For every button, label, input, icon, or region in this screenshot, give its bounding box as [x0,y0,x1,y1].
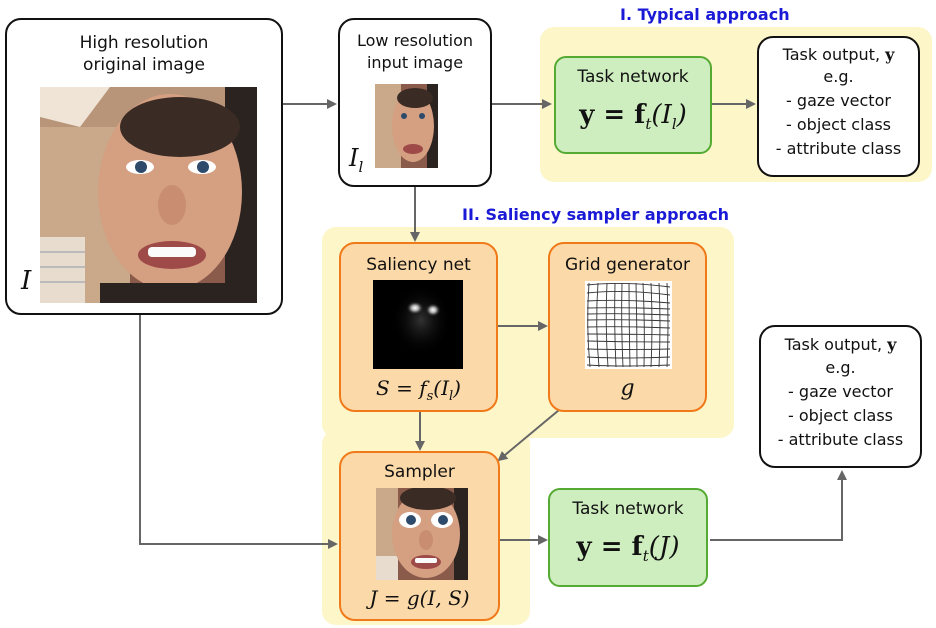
saliency-net-box: Saliency net S = fs(Il) [339,242,498,412]
sampler-formula: J = g(I, S) [369,586,470,610]
saliency-map-image [373,280,463,369]
saliency-net-title: Saliency net [366,255,471,275]
grid-generator-title: Grid generator [564,255,691,275]
face-photo-lowres [375,84,438,168]
lowres-symbol: Il [349,144,364,176]
task-output-bottom-line4: - attribute class [777,430,904,449]
task-output-bottom-line3: - object class [788,406,893,425]
sampler-title: Sampler [384,462,455,482]
arrow-grid-to-sampler [497,404,566,462]
lowres-image-box: Low resolution input image Il [338,18,492,187]
grid-generator-symbol: g [620,376,635,401]
original-symbol: I [21,266,32,296]
task-output-top-line2: - gaze vector [786,91,891,110]
task-output-top: Task output, y e.g. - gaze vector - obje… [757,36,920,177]
task-network-top: Task network y = ft(Il) [554,56,712,154]
task-output-top-title: Task output, y [782,45,895,64]
face-photo-highres [40,87,257,303]
original-title-line1: High resolution [79,33,209,53]
task-network-top-title: Task network [577,67,689,87]
face-photo-sampled [376,488,468,580]
lowres-title-line2: input image [366,53,464,72]
lowres-title-line1: Low resolution [356,31,474,50]
task-network-bottom: Task network y = ft(J) [548,488,708,587]
original-image-box: High resolution original image I [5,18,283,315]
task-output-top-line4: - attribute class [775,139,902,158]
saliency-net-formula: S = fs(Il) [376,376,461,404]
section-title-typical: I. Typical approach [620,5,790,24]
task-output-top-line3: - object class [786,115,891,134]
arrow-original-to-sampler [139,313,338,549]
original-title-line2: original image [83,55,205,75]
section-title-saliency: II. Saliency sampler approach [462,205,730,224]
task-output-bottom: Task output, y e.g. - gaze vector - obje… [759,325,922,468]
task-output-bottom-line1: e.g. [825,358,856,377]
sampler-box: Sampler J = g(I, S) [339,451,500,621]
deformed-grid-image [585,281,672,369]
task-network-bottom-title: Task network [572,499,684,519]
task-network-top-formula: y = ft(Il) [579,100,687,134]
arrow-task-to-output-bottom [710,470,847,541]
task-network-bottom-formula: y = ft(J) [576,532,680,566]
task-output-top-line1: e.g. [823,67,854,86]
task-output-bottom-line2: - gaze vector [788,382,893,401]
task-output-bottom-title: Task output, y [784,335,897,354]
grid-generator-box: Grid generator g [548,242,707,412]
